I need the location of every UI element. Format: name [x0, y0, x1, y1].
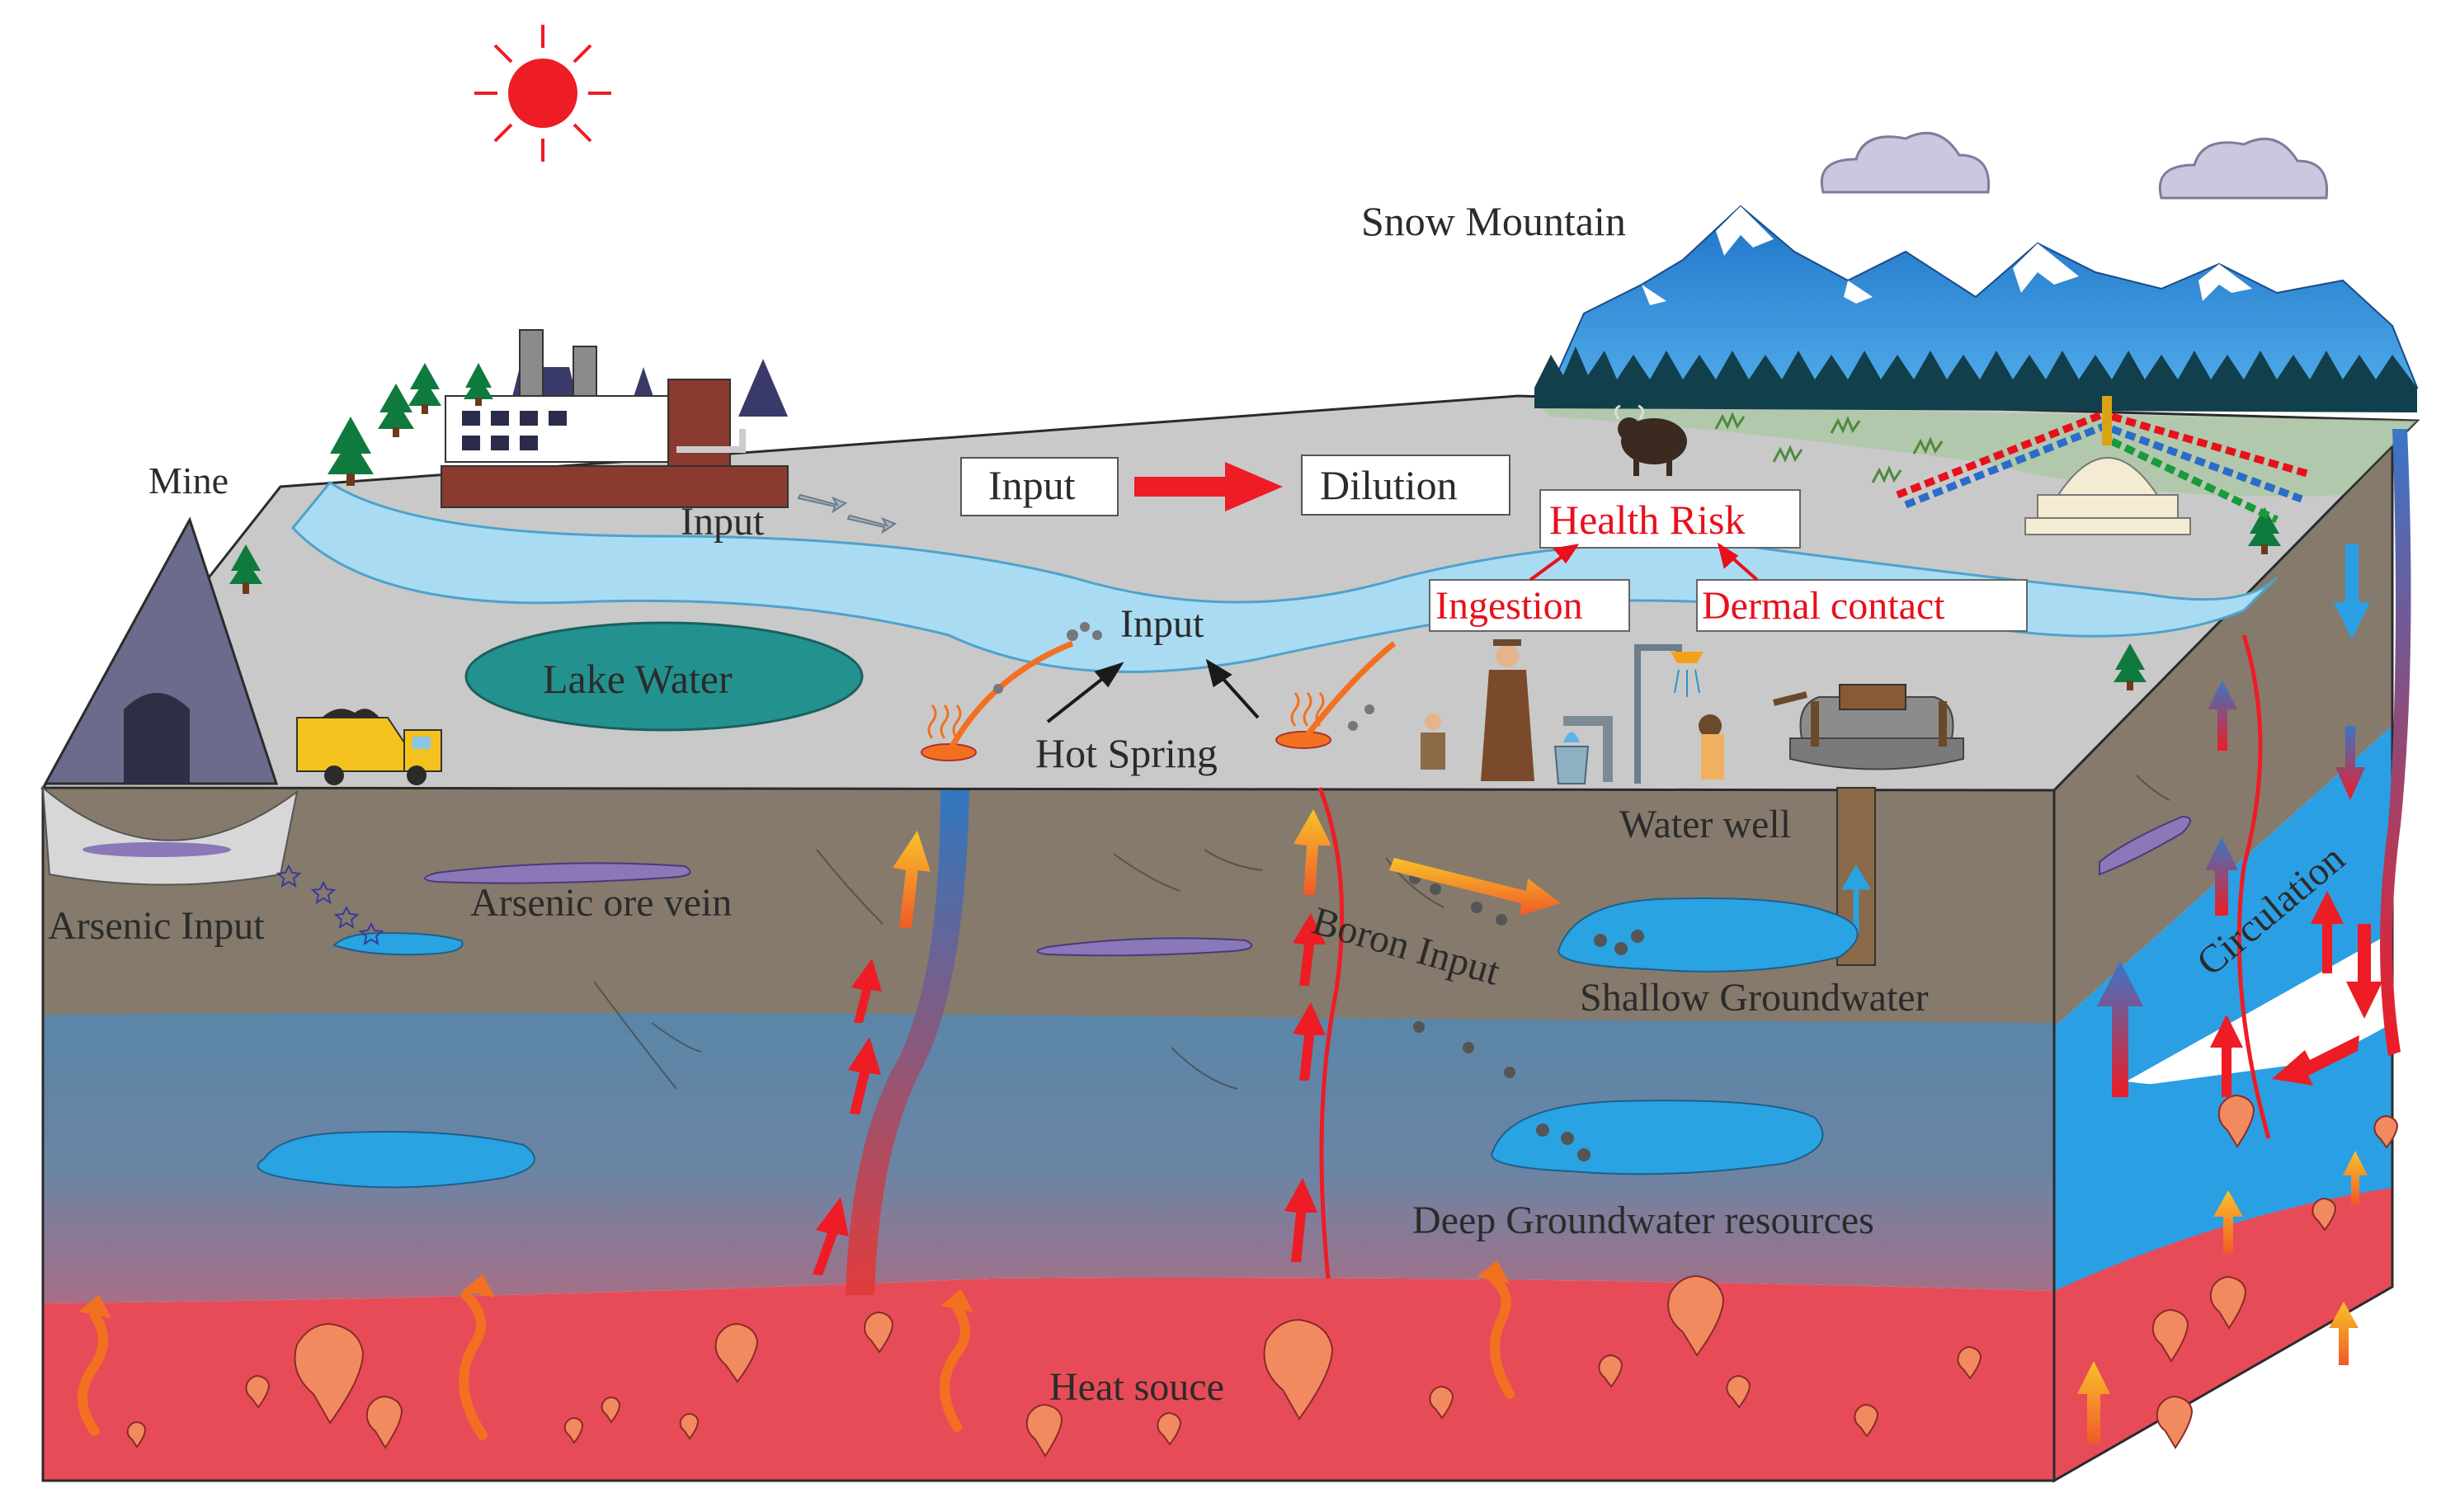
prayer-flags-icon [1896, 408, 2312, 524]
fault-line [1317, 634, 2271, 1279]
health-risk-box [1539, 489, 1801, 549]
dilution-box [1301, 455, 1510, 516]
label-arsenic-input: Arsenic Input [48, 904, 265, 948]
circulation-arrow-icon [2097, 544, 2382, 1097]
grassland [1534, 404, 2417, 497]
stupa-icon [2024, 396, 2191, 535]
snow-mountain-icon [1534, 205, 2419, 412]
ingestion-box [1429, 579, 1630, 632]
cloud-icon [1821, 131, 2329, 200]
tree-icon [229, 363, 2281, 690]
label-deep-groundwater: Deep Groundwater resources [1412, 1199, 1874, 1242]
shower-icon [1634, 644, 1704, 784]
sun-icon [474, 25, 611, 162]
label-ingestion: Ingestion [1435, 584, 1583, 628]
grass-icon [1714, 412, 1944, 483]
circulation-conduit [2380, 429, 2411, 1056]
water-tap-icon [1553, 716, 1613, 784]
label-arsenic-ore-vein: Arsenic ore vein [470, 881, 732, 925]
stones [1409, 873, 1644, 1161]
label-health-risk: Health Risk [1549, 497, 1745, 543]
discharge-arrow-icon [797, 493, 898, 535]
input-box [960, 457, 1119, 516]
person-icon [1421, 639, 1724, 781]
pointer-arrow-icon [1046, 658, 1260, 723]
label-dermal-contact: Dermal contact [1702, 584, 1945, 628]
heat-arrow-icon [78, 1274, 1515, 1440]
label-heat-source: Heat souce [1049, 1365, 1224, 1409]
label-water-well: Water well [1619, 803, 1791, 846]
factory-icon [441, 329, 789, 508]
label-lake-water: Lake Water [543, 656, 733, 702]
label-input-river: Input [1120, 602, 1204, 646]
hot-spring-icon [921, 622, 1397, 761]
red-up-arrow-icon [813, 891, 2344, 1275]
heat-layer [43, 1278, 2054, 1481]
arsenic-ore-vein [424, 815, 2191, 957]
block-front-face [41, 786, 2056, 1482]
magma-drop-icon [126, 1094, 2399, 1458]
label-input-box: Input [988, 462, 1076, 508]
fault-conduit [846, 790, 969, 1295]
input-dilution-flow [960, 455, 1510, 516]
dermal-contact-box [1696, 579, 2028, 632]
label-dilution-box: Dilution [1320, 462, 1458, 508]
yak-icon [1614, 404, 1687, 476]
groundwater-body [257, 897, 1859, 1189]
crack-lines [593, 775, 2170, 1090]
groundwater-layer [43, 1012, 2054, 1303]
heat-arrow-head-icon [78, 1260, 1510, 1318]
mine-icon [41, 516, 299, 886]
river [291, 481, 2279, 674]
label-snow-mountain: Snow Mountain [1361, 198, 1626, 244]
lake-water [464, 621, 864, 732]
label-input-factory: Input [681, 500, 765, 544]
soil-layer [43, 788, 2054, 1023]
truck-icon [296, 709, 442, 785]
label-mine: Mine [148, 459, 229, 502]
arsenic-star-icon [276, 864, 384, 946]
label-shallow-groundwater: Shallow Groundwater [1580, 976, 1929, 1020]
red-right-arrow-icon [1134, 462, 1283, 511]
label-hot-spring: Hot Spring [1035, 730, 1218, 776]
health-risk-group [1429, 489, 2028, 632]
yellow-up-arrow-icon [893, 809, 2368, 1444]
